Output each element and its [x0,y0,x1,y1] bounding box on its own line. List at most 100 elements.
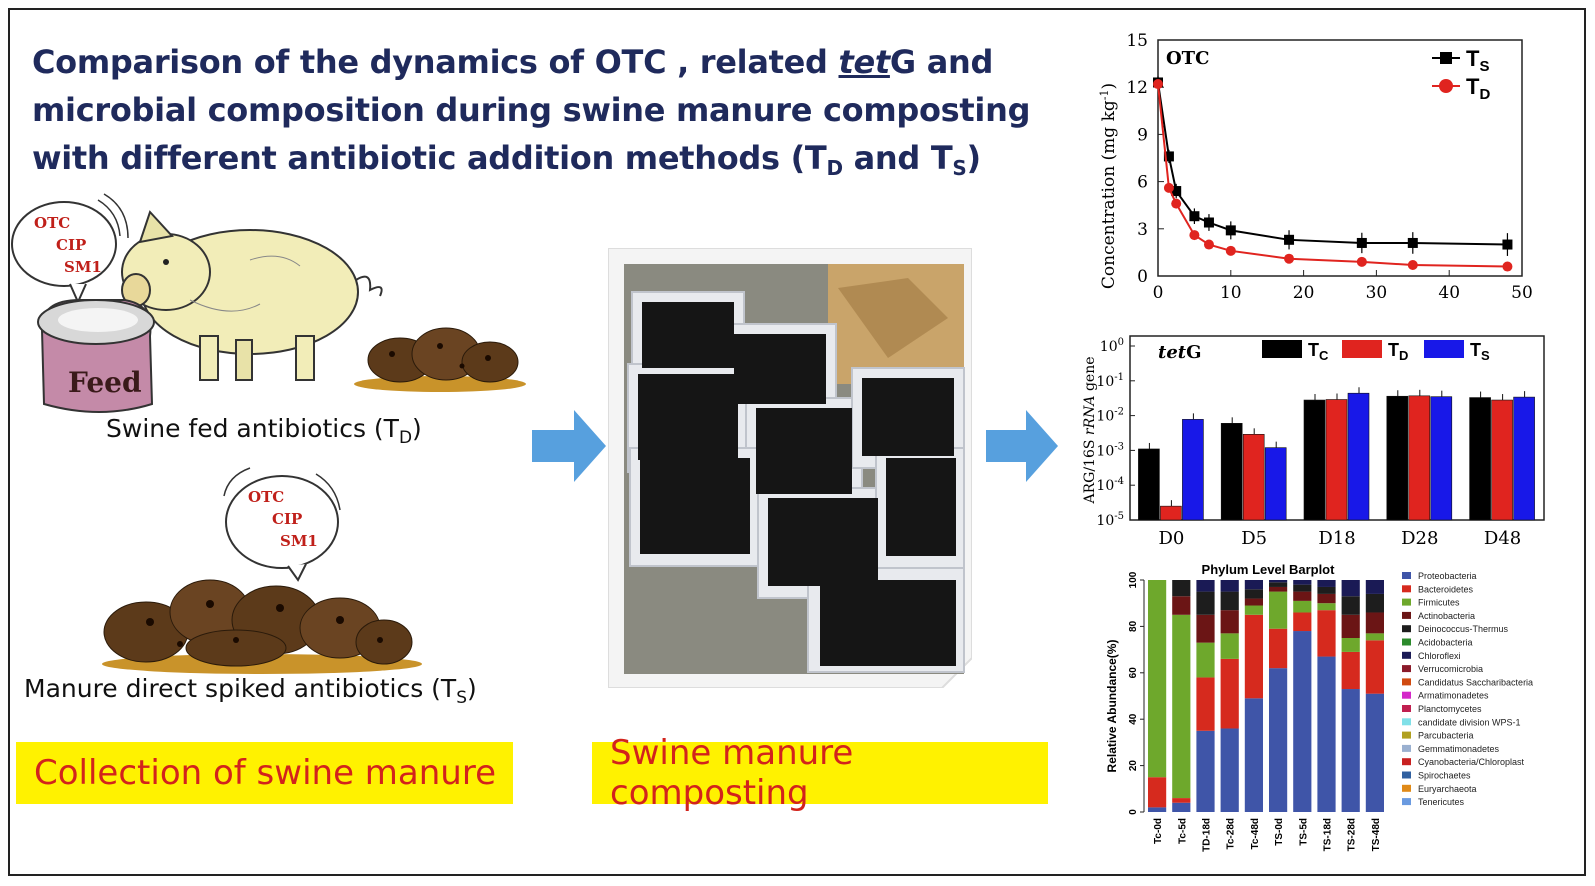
phylum-x-tick-label: Tc-28d [1226,818,1237,850]
phylum-bar-segment [1244,698,1263,812]
tetg-y-tick-label: 100 [1100,337,1124,355]
phylum-bar-segment [1220,610,1239,634]
tetg-bar-td [1325,399,1348,521]
otc-x-tick-label: 40 [1438,283,1460,303]
phylum-legend-label: Cyanobacteria/Chloroplast [1418,757,1525,767]
otc-point-td [1163,182,1174,193]
phylum-x-tick-label: Tc-48d [1250,818,1261,850]
compost-photo [608,248,972,688]
phylum-legend-swatch [1402,638,1411,646]
phylum-bar-segment [1244,589,1263,599]
caption-ts: Manure direct spiked antibiotics (TS) [24,674,477,708]
otc-point-td [1284,253,1295,264]
phylum-bar-segment [1148,807,1167,812]
tetg-legend-label: TS [1470,340,1490,363]
phylum-x-tick-label: TS-18d [1323,818,1334,851]
phylum-x-tick-label: Tc-5d [1177,818,1188,844]
phylum-bar-segment [1341,651,1360,690]
otc-y-tick-label: 3 [1137,220,1148,240]
otc-series-line-ts [1157,82,1508,246]
phylum-bar-segment [1293,580,1312,585]
otc-x-tick-label: 50 [1511,283,1533,303]
phylum-legend-label: Verrucomicrobia [1418,664,1483,674]
tetg-legend-swatch [1342,340,1382,358]
manure-pile-2 [102,579,422,674]
phylum-x-tick-label: Tc-0d [1153,818,1164,844]
phylum-legend-swatch [1402,758,1411,766]
phylum-chart-title: Phylum Level Barplot [1202,562,1336,577]
otc-x-tick-label: 30 [1366,283,1388,303]
otc-x-tick-label: 0 [1153,283,1164,303]
tetg-bar-chart: tetG ARG/16S rRNA gene 10010-110-210-310… [1082,335,1545,549]
phylum-bar-segment [1269,628,1288,669]
phylum-legend-swatch [1402,744,1411,752]
phylum-bar-segment [1220,658,1239,729]
phylum-bar-segment [1293,612,1312,632]
tetg-bar-ts [1182,419,1204,521]
tetg-y-tick-label: 10-4 [1096,476,1124,494]
otc-x-tick-label: 20 [1293,283,1315,303]
feed-label: Feed [68,366,142,399]
phylum-x-tick-label: TS-48d [1371,818,1382,851]
phylum-bar-segment [1244,605,1263,615]
tetg-bar-ts [1430,396,1453,521]
phylum-bar-segment [1365,612,1384,634]
phylum-bar-segment [1196,580,1215,592]
phylum-legend-swatch [1402,611,1411,619]
phylum-bar-segment [1172,614,1191,799]
phylum-bar-segment [1172,580,1191,597]
otc-legend: TS TD [1432,46,1490,103]
otc-y-tick-label: 12 [1126,78,1148,98]
phylum-legend-swatch [1402,585,1411,593]
tetg-bar-td [1491,399,1513,521]
phylum-bar-segment [1172,798,1191,803]
phylum-bar-segment [1269,580,1288,583]
tetg-bar-tc [1138,448,1160,521]
speech-bubble-2: OTC CIP SM1 [223,467,341,582]
phylum-legend-swatch [1402,665,1411,673]
otc-y-tick-label: 15 [1126,31,1148,51]
otc-panel-label: OTC [1166,48,1209,69]
tetg-bar-tc [1386,395,1409,521]
phylum-legend-swatch [1402,705,1411,712]
phylum-legend-label: Gemmatimonadetes [1418,744,1500,754]
phylum-legend-label: Tenericutes [1418,797,1465,807]
tetg-legend-swatch [1424,340,1464,358]
tetg-bar-tc [1220,423,1243,521]
phylum-legend-label: Firmicutes [1418,598,1460,608]
phylum-legend-label: Bacteroidetes [1418,584,1474,594]
otc-y-tick-label: 0 [1137,267,1148,287]
phylum-y-tick-label: 100 [1128,571,1139,588]
bubble1-cip: CIP [56,236,86,254]
composting-label: Swine manure composting [610,733,854,813]
tetg-y-tick-label: 10-5 [1096,511,1124,529]
phylum-bar-segment [1220,591,1239,611]
otc-point-td [1203,239,1214,250]
tetg-bar-tc [1469,397,1491,521]
otc-point-td [1356,256,1367,267]
phylum-legend-label: candidate division WPS-1 [1418,717,1521,727]
phylum-bar-segment [1365,580,1384,594]
phylum-bar-segment [1317,580,1336,587]
tetg-y-axis-label: ARG/16S rRNA gene [1082,356,1098,504]
legend-ts-marker [1440,52,1452,64]
phylum-legend-label: Spirochaetes [1418,771,1471,781]
phylum-legend-swatch [1402,625,1411,633]
phylum-legend-swatch [1402,691,1411,699]
phylum-bar-segment [1269,591,1288,629]
otc-point-ts [1502,239,1513,250]
phylum-legend-swatch [1402,718,1411,726]
phylum-bar-segment [1317,610,1336,657]
phylum-bar-segment [1317,603,1336,611]
phylum-bar-segment [1341,580,1360,597]
otc-x-tick-label: 10 [1220,283,1242,303]
phylum-x-tick-label: TS-5d [1298,818,1309,846]
phylum-bar-segment [1317,593,1336,604]
phylum-bar-segment [1293,600,1312,613]
phylum-bar-segment [1196,730,1215,812]
otc-point-td [1153,79,1163,90]
phylum-x-tick-label: TD-18d [1202,818,1213,852]
composting-label-box: Swine manure composting [592,733,1048,813]
